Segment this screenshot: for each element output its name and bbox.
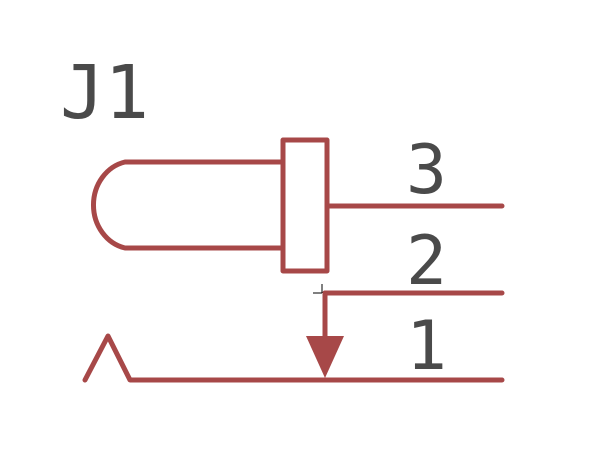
wiper-arrow: [306, 336, 344, 378]
pin-1-lead: [82, 333, 505, 383]
pin-2-number: 2: [406, 222, 447, 301]
plug-outline: [90, 159, 286, 251]
plug-flange: [280, 137, 330, 274]
pin-1-number: 1: [406, 307, 447, 386]
pin-3-number: 3: [406, 131, 447, 210]
junction-mark: [313, 284, 323, 294]
reference-designator: J1: [60, 50, 149, 136]
connector-symbol: [82, 137, 505, 383]
